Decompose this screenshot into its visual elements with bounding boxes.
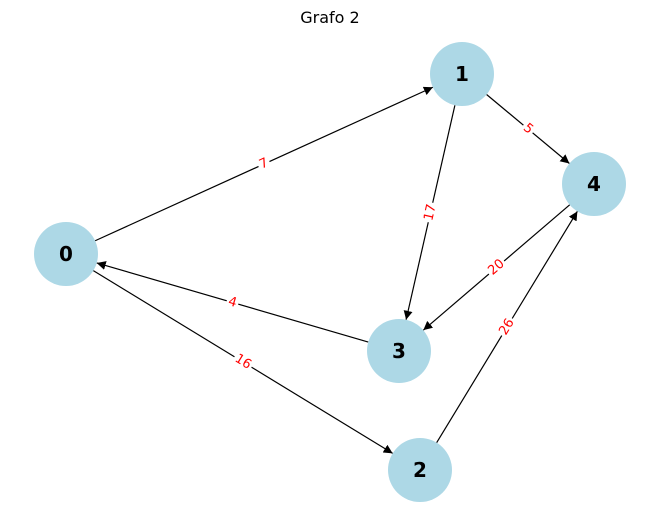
edge-weight-text: 20	[485, 256, 507, 278]
edge-label-2-4: 26	[494, 314, 520, 340]
node-circle	[430, 42, 494, 106]
node-1: 1	[430, 42, 494, 106]
node-circle	[562, 152, 626, 216]
nodes-layer: 0 1 2 3 4	[34, 42, 626, 502]
edge-label-0-1: 7	[255, 154, 273, 174]
edge-label-background	[224, 293, 241, 312]
edge-labels-layer: 7 16 17 5 26 4 20	[224, 119, 538, 375]
node-label: 4	[587, 172, 601, 196]
edge-weight-text: 17	[421, 203, 439, 222]
edge-label-background	[420, 200, 441, 225]
edge-label-1-3: 17	[420, 200, 441, 225]
edge-label-background	[483, 254, 510, 281]
edge-label-background	[230, 349, 256, 375]
edge-label-background	[518, 119, 538, 139]
edge-label-background	[255, 154, 273, 174]
edge-label-1-4: 5	[518, 119, 538, 139]
edge-weight-text: 26	[496, 316, 517, 338]
node-3: 3	[367, 319, 431, 383]
edge-weight-text: 4	[226, 294, 238, 311]
node-2: 2	[388, 438, 452, 502]
edge-label-0-2: 16	[230, 349, 256, 375]
node-4: 4	[562, 152, 626, 216]
edge-label-background	[494, 314, 520, 340]
edge-weight-text: 16	[232, 351, 254, 372]
node-label: 3	[392, 339, 406, 363]
graph-title: Grafo 2	[300, 8, 360, 27]
node-circle	[367, 319, 431, 383]
node-label: 2	[413, 458, 427, 482]
node-circle	[34, 222, 98, 286]
node-0: 0	[34, 222, 98, 286]
node-label: 0	[59, 242, 73, 266]
edge-label-3-0: 4	[224, 293, 241, 312]
node-label: 1	[455, 62, 469, 86]
node-circle	[388, 438, 452, 502]
edge-label-4-3: 20	[483, 254, 510, 281]
